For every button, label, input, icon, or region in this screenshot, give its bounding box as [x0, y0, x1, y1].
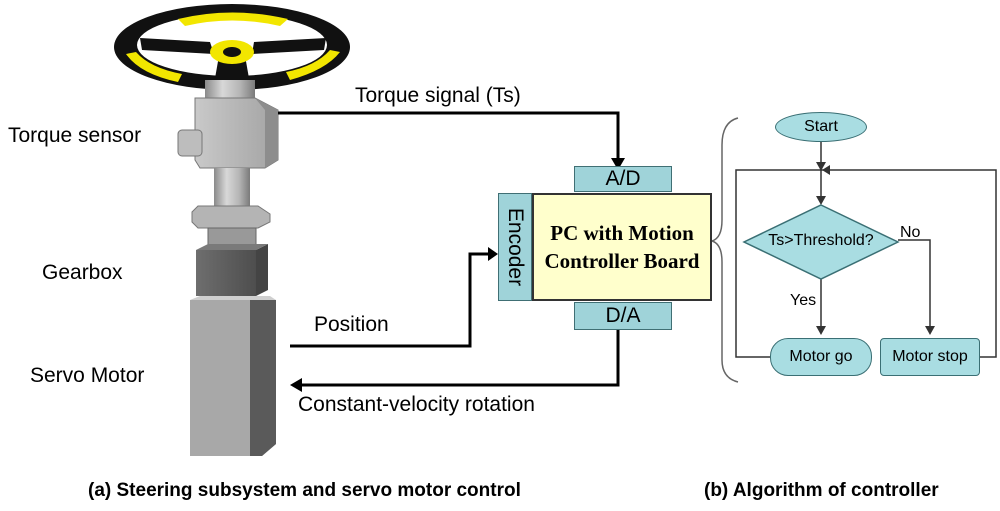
decision-label: Ts>Threshold?: [768, 232, 874, 249]
yes-label: Yes: [790, 292, 817, 309]
position-label: Position: [314, 313, 389, 336]
gearbox-body: [191, 205, 271, 296]
decision-diamond: [742, 204, 900, 280]
steering-wheel: [114, 4, 350, 90]
caption-b: (b) Algorithm of controller: [704, 480, 939, 501]
torque-signal-label: Torque signal (Ts): [355, 84, 521, 107]
encoder-box: Encoder: [498, 193, 532, 301]
pc-controller-box: PC with Motion Controller Board: [532, 193, 712, 301]
motor-stop-box: Motor stop: [880, 338, 980, 376]
section-bracket: [709, 117, 739, 383]
arrow-to-encoder: [488, 247, 498, 261]
da-label: D/A: [605, 304, 641, 327]
start-terminal: Start: [775, 112, 867, 142]
constant-velocity-label: Constant-velocity rotation: [298, 393, 535, 416]
signal-lines: [278, 111, 620, 387]
pc-label-line1: PC with Motion: [550, 221, 694, 245]
no-label: No: [900, 224, 921, 241]
motor-go-label: Motor go: [789, 348, 853, 365]
da-converter-box: D/A: [574, 302, 672, 330]
ad-label: A/D: [605, 167, 641, 190]
encoder-label: Encoder: [504, 207, 527, 287]
arrow-to-ad: [611, 158, 625, 170]
servo-motor-body: [190, 296, 276, 456]
caption-a: (a) Steering subsystem and servo motor c…: [88, 480, 521, 501]
torque-sensor-body: [177, 80, 279, 208]
gearbox-label: Gearbox: [42, 261, 123, 284]
ad-converter-box: A/D: [574, 166, 672, 192]
arrow-to-motor: [290, 378, 302, 392]
start-label: Start: [804, 118, 838, 135]
pc-label-line2: Controller Board: [544, 249, 700, 273]
servo-motor-label: Servo Motor: [30, 364, 145, 387]
motor-go-box: Motor go: [770, 338, 872, 376]
torque-sensor-label: Torque sensor: [8, 124, 142, 147]
motor-stop-label: Motor stop: [892, 348, 968, 365]
